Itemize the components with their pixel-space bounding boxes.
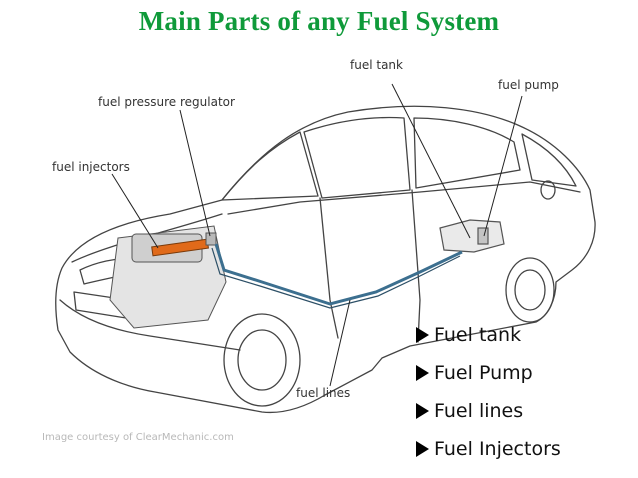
rear-window bbox=[521, 133, 577, 187]
list-item-label: Fuel lines bbox=[434, 400, 524, 422]
front-wheel-rim bbox=[237, 329, 287, 391]
callout-fuel-pressure-regulator: fuel pressure regulator bbox=[98, 95, 235, 109]
image-credit: Image courtesy of ClearMechanic.com bbox=[42, 432, 234, 443]
callout-fuel-lines: fuel lines bbox=[296, 386, 351, 400]
list-item-label: Fuel Pump bbox=[434, 362, 533, 384]
arrowhead-bullet-icon bbox=[416, 365, 429, 381]
arrowhead-bullet-icon bbox=[416, 327, 429, 343]
fuel-line-path-return bbox=[211, 247, 461, 309]
side-window-rear bbox=[413, 117, 521, 189]
fuel-line-path bbox=[214, 243, 463, 306]
list-item: Fuel Injectors bbox=[414, 430, 561, 468]
fuel-pressure-regulator-part bbox=[205, 232, 217, 246]
leader-fuel-injectors bbox=[111, 173, 159, 249]
belt-line bbox=[227, 181, 581, 215]
callout-fuel-injectors: fuel injectors bbox=[52, 160, 130, 174]
page-title: Main Parts of any Fuel System bbox=[138, 6, 500, 36]
side-window-front bbox=[303, 116, 411, 199]
fuel-tank-part bbox=[439, 219, 505, 253]
list-item: Fuel lines bbox=[414, 392, 561, 430]
callout-fuel-pump: fuel pump bbox=[498, 78, 559, 92]
arrowhead-bullet-icon bbox=[416, 441, 429, 457]
leader-fuel-pressure-regulator bbox=[179, 109, 211, 237]
door-line-front bbox=[319, 197, 339, 339]
front-bumper bbox=[59, 299, 241, 351]
leader-fuel-lines bbox=[329, 299, 351, 387]
front-wheel bbox=[223, 313, 301, 407]
fuel-cap bbox=[540, 180, 556, 200]
rear-wheel-rim bbox=[514, 269, 546, 311]
list-item-label: Fuel tank bbox=[434, 324, 522, 346]
leader-fuel-pump bbox=[483, 95, 523, 237]
title-area: Main Parts of any Fuel System bbox=[0, 0, 638, 48]
arrowhead-bullet-icon bbox=[416, 403, 429, 419]
list-item: Fuel tank bbox=[414, 316, 561, 354]
rear-wheel bbox=[505, 257, 555, 323]
list-item: Fuel Pump bbox=[414, 354, 561, 392]
callout-fuel-tank: fuel tank bbox=[350, 58, 403, 72]
fuel-pump-part bbox=[477, 227, 489, 245]
windshield-outline bbox=[221, 131, 319, 201]
list-item-label: Fuel Injectors bbox=[434, 438, 561, 460]
leader-fuel-tank bbox=[391, 83, 471, 239]
fuel-system-parts-list: Fuel tank Fuel Pump Fuel lines Fuel Inje… bbox=[414, 316, 561, 468]
